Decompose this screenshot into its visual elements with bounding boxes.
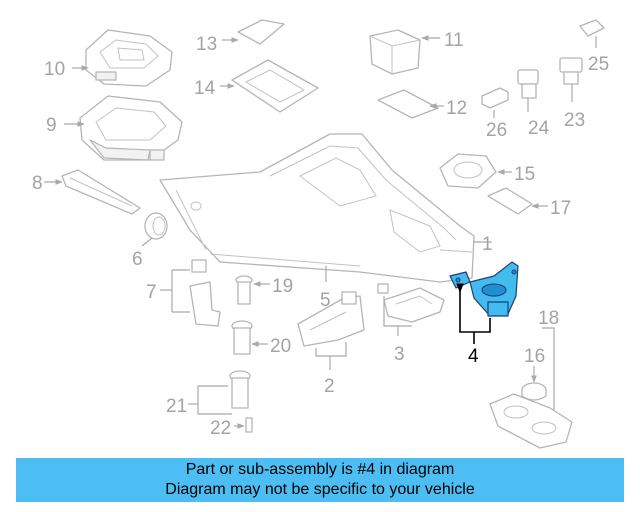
part-7-bracket: [189, 259, 221, 327]
part-15-cup-insert: [439, 153, 497, 189]
callout-21: 21: [166, 396, 187, 417]
banner-line-2: Diagram may not be specific to your vehi…: [165, 481, 475, 498]
callout-15: 15: [514, 164, 535, 185]
callout-24: 24: [528, 118, 550, 139]
callout-9: 9: [46, 115, 57, 136]
part-12-mat: [377, 89, 439, 119]
callout-12: 12: [446, 98, 467, 119]
part-18-cup-holder: [489, 393, 573, 449]
callout-20: 20: [270, 336, 291, 357]
callout-17: 17: [550, 198, 571, 219]
callout-25: 25: [588, 54, 609, 75]
part-25-cap: [579, 19, 605, 37]
part-13-trim-plate: [237, 19, 285, 45]
callout-18: 18: [538, 308, 559, 329]
callout-6: 6: [132, 249, 143, 270]
callout-2: 2: [324, 376, 335, 397]
part-17-plate: [487, 187, 533, 215]
callout-13: 13: [196, 34, 217, 55]
part-14-trim: [231, 59, 319, 113]
part-19-fastener: [235, 275, 253, 305]
callout-23: 23: [564, 110, 585, 131]
callout-3: 3: [394, 344, 405, 365]
callout-5: 5: [320, 290, 331, 311]
part-6-plug: [144, 212, 168, 240]
callout-10: 10: [44, 59, 65, 80]
part-3-bracket: [377, 283, 445, 323]
part-20-plug: [231, 320, 253, 355]
part-8-pad: [61, 169, 141, 215]
parts-diagram: 10 9 8 6 13 14 11 12: [32, 19, 609, 449]
callout-8: 8: [32, 173, 43, 194]
callout-16: 16: [524, 346, 545, 367]
callout-19: 19: [272, 276, 293, 297]
part-26-clip: [481, 87, 509, 109]
callout-11: 11: [444, 30, 464, 51]
part-9-console-box: [79, 95, 183, 161]
part-2-bracket: [297, 291, 365, 347]
part-1-console: [159, 133, 475, 283]
banner-line-1: Part or sub-assembly is #4 in diagram: [185, 461, 455, 478]
part-4-highlighted-bracket: [449, 261, 519, 317]
part-21-socket: [229, 370, 251, 409]
callout-14: 14: [194, 78, 216, 99]
part-10-bezel: [85, 29, 173, 87]
callout-22: 22: [210, 418, 231, 439]
part-16-cap: [521, 382, 547, 401]
part-11-bin: [369, 29, 421, 75]
part-23-switch: [559, 57, 583, 85]
callout-1: 1: [482, 234, 493, 255]
part-22-pin: [245, 417, 253, 433]
part-24-switch: [517, 69, 539, 99]
callout-4: 4: [468, 346, 479, 367]
callout-7: 7: [146, 282, 157, 303]
info-banner: Part or sub-assembly is #4 in diagram Di…: [16, 458, 624, 502]
callout-26: 26: [486, 120, 507, 141]
